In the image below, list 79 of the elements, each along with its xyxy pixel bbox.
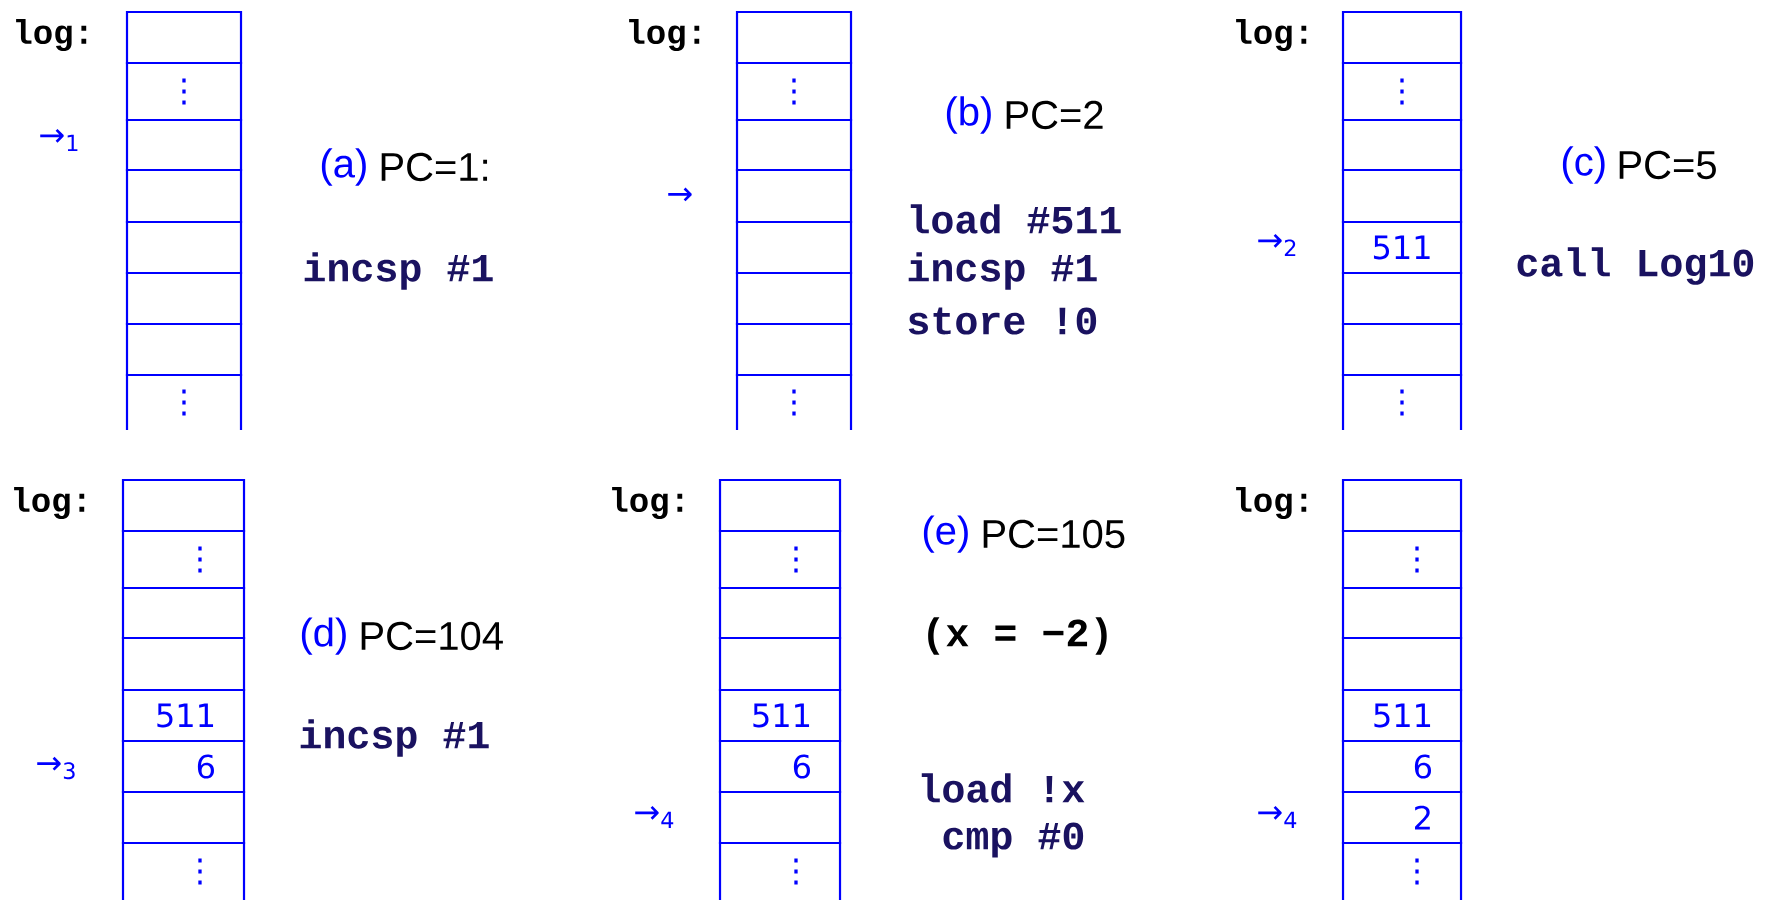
stack-cell xyxy=(718,586,842,640)
stack-cell xyxy=(125,271,243,326)
stack-cell xyxy=(735,168,853,224)
stack-cell: ⋮ xyxy=(1341,61,1463,122)
stack-cell: 6 xyxy=(1341,739,1463,794)
panel-letter: (b) xyxy=(946,96,991,134)
pointer-mark: →$_{1}$ xyxy=(40,128,78,152)
stack-cell: ⋮ xyxy=(718,841,842,900)
stack-cell xyxy=(1341,322,1463,377)
pointer-mark: →$_{4}$ xyxy=(635,806,674,829)
stack-cell xyxy=(1341,118,1463,172)
instruction-text: call Log10 xyxy=(1517,247,1754,285)
instruction-text: load #511 xyxy=(910,204,1121,234)
stack-cell: 511 xyxy=(1341,220,1463,275)
stack-cell xyxy=(125,168,243,224)
pointer-mark: → xyxy=(668,187,692,202)
stack-cell: 511 xyxy=(718,688,842,743)
log-label: log: xyxy=(14,487,85,519)
stack-cell xyxy=(735,118,853,172)
stack-cell xyxy=(735,322,853,377)
log-label: log: xyxy=(629,19,700,51)
stack-cell xyxy=(735,271,853,326)
stack-cell: 511 xyxy=(121,688,246,743)
stack-cell xyxy=(125,322,243,377)
stack-cell: ⋮ xyxy=(1341,841,1463,900)
instruction-text: incsp #1 xyxy=(908,252,1097,290)
instruction-text: store !0 xyxy=(908,307,1097,335)
stack-cell xyxy=(1341,168,1463,224)
log-label: log: xyxy=(1236,19,1307,51)
stack-cell xyxy=(1341,478,1463,533)
instruction-text: incsp #1 xyxy=(304,252,493,290)
stack-cell xyxy=(121,478,246,533)
stack-cell: 6 xyxy=(718,739,842,794)
stack-cell xyxy=(121,790,246,845)
stack-cell xyxy=(125,118,243,172)
stack-cell: ⋮ xyxy=(718,529,842,590)
stack-cell: 511 xyxy=(1341,688,1463,743)
stack-cell xyxy=(121,636,246,692)
stack-cell: ⋮ xyxy=(1341,373,1463,430)
stack-cell xyxy=(735,10,853,65)
program-counter-label: PC=5 xyxy=(1619,150,1716,180)
program-counter-label: PC=105 xyxy=(983,519,1125,549)
stack-cell xyxy=(718,636,842,692)
log-label: log: xyxy=(16,19,87,51)
stack-cell: ⋮ xyxy=(121,841,246,900)
instruction-text: cmp #0 xyxy=(943,822,1084,858)
stack-cell: ⋮ xyxy=(735,61,853,122)
program-counter-label: PC=2 xyxy=(1006,100,1103,130)
stack-cell xyxy=(1341,586,1463,640)
stack-cell xyxy=(125,220,243,275)
stack-cell: ⋮ xyxy=(121,529,246,590)
stack-cell xyxy=(735,220,853,275)
stack-cell: 6 xyxy=(121,739,246,794)
variable-note: (x = −2) xyxy=(928,617,1107,655)
instruction-text: incsp #1 xyxy=(300,719,489,757)
stack-cell: 2 xyxy=(1341,790,1463,845)
panel-letter: (d) xyxy=(301,617,346,655)
stack-cell xyxy=(718,790,842,845)
instruction-text: load !x xyxy=(921,773,1085,803)
stack-cell xyxy=(1341,636,1463,692)
pointer-mark: →$_{3}$ xyxy=(37,756,75,780)
stack-cell: ⋮ xyxy=(1341,529,1463,590)
program-counter-label: PC=1: xyxy=(381,152,488,182)
panel-letter: (e) xyxy=(923,515,968,553)
stack-cell xyxy=(1341,271,1463,326)
log-label: log: xyxy=(1236,487,1307,519)
stack-cell: ⋮ xyxy=(125,61,243,122)
stack-cell: ⋮ xyxy=(125,373,243,430)
stack-cell xyxy=(1341,10,1463,65)
panel-letter: (a) xyxy=(321,148,366,186)
stack-cell xyxy=(718,478,842,533)
stack-cell xyxy=(125,10,243,65)
program-counter-label: PC=104 xyxy=(361,621,503,651)
log-label: log: xyxy=(612,487,683,519)
stack-cell xyxy=(121,586,246,640)
pointer-mark: →$_{4}$ xyxy=(1258,806,1297,829)
panel-letter: (c) xyxy=(1562,146,1605,184)
pointer-mark: →$_{2}$ xyxy=(1258,234,1296,257)
stack-cell: ⋮ xyxy=(735,373,853,430)
